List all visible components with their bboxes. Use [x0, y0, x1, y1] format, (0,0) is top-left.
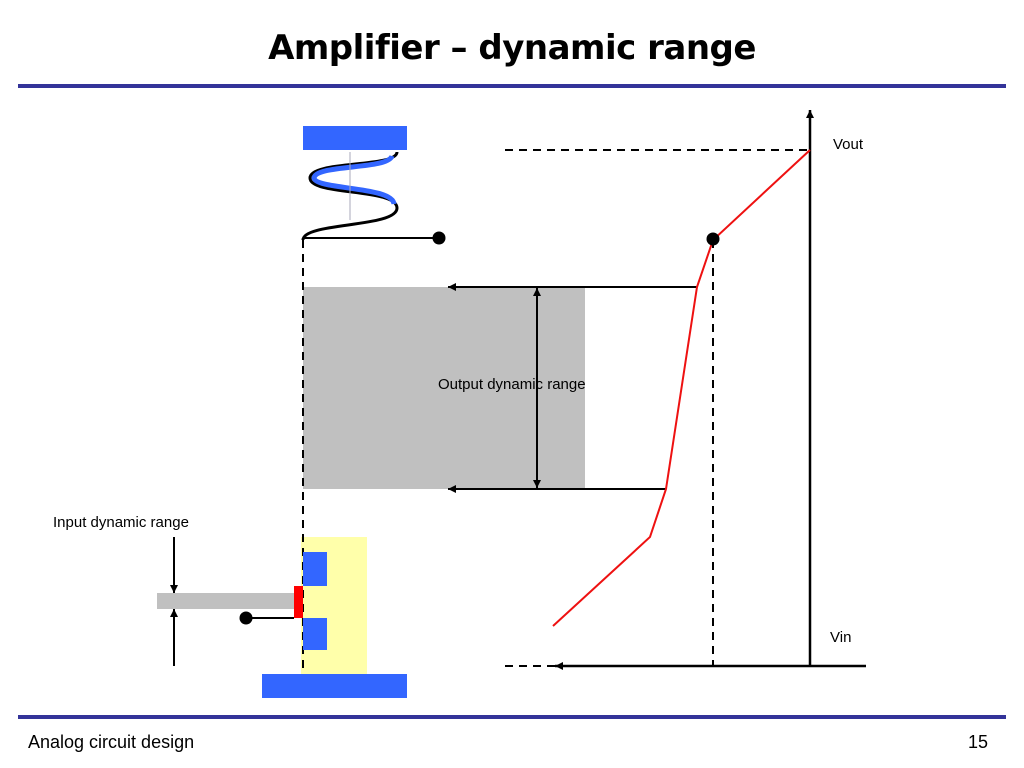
- operating-point-dot: [706, 232, 720, 246]
- input-dynamic-range-label: Input dynamic range: [53, 514, 189, 531]
- footer-divider: [18, 715, 1006, 719]
- output-node-dot: [432, 231, 446, 245]
- page-number: 15: [967, 732, 988, 752]
- load-top-plate: [303, 126, 407, 150]
- title-divider: [18, 84, 1006, 88]
- gate-contact: [294, 586, 303, 618]
- input-node-dot: [239, 611, 253, 625]
- bottom-ground-plate: [262, 674, 407, 698]
- transfer-curve: [552, 149, 811, 627]
- load-coil: [301, 151, 399, 241]
- transistor-source-block: [303, 618, 327, 650]
- output-dynamic-range-label: Output dynamic range: [438, 376, 586, 393]
- vin-label: Vin: [830, 629, 851, 646]
- slide-title: Amplifier – dynamic range: [268, 28, 756, 68]
- input-range-bar: [157, 593, 294, 609]
- footer-course-title: Analog circuit design: [28, 732, 195, 752]
- transistor-drain-block: [303, 552, 327, 586]
- load-coil-fill: [311, 154, 397, 206]
- vout-label: Vout: [833, 136, 864, 153]
